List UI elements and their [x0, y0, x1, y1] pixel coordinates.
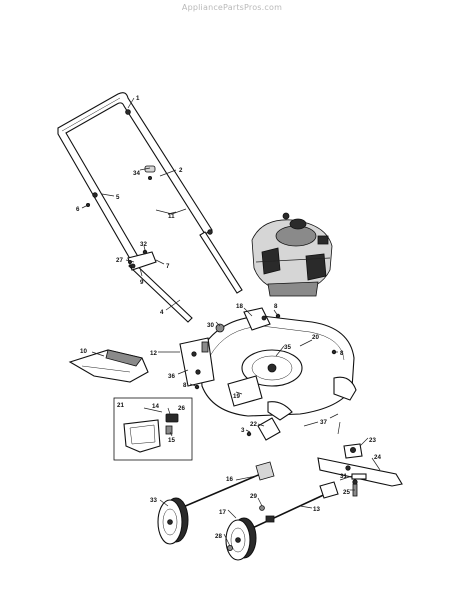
callout-8-right: 8 [340, 350, 344, 357]
callout-16: 16 [226, 476, 233, 483]
callout-18: 18 [236, 303, 243, 310]
callout-20: 20 [312, 334, 319, 341]
site-watermark: AppliancePartsPros.com [181, 3, 283, 12]
callout-29: 29 [250, 493, 257, 500]
callout-2: 2 [179, 167, 183, 174]
mulch-latch-part-26[interactable] [165, 413, 179, 435]
callout-10: 10 [80, 348, 87, 355]
upper-handle[interactable] [57, 92, 213, 265]
callout-32: 32 [140, 241, 147, 248]
cable-part-11[interactable] [155, 208, 187, 215]
callout-5: 5 [116, 194, 120, 201]
callout-17: 17 [219, 509, 226, 516]
axle-part-16[interactable] [175, 461, 275, 511]
callout-27: 27 [116, 257, 123, 264]
callout-7: 7 [166, 263, 170, 270]
callout-23: 23 [369, 437, 376, 444]
callout-24: 24 [374, 454, 381, 461]
callout-31: 31 [340, 473, 347, 480]
bracket-part-27[interactable] [127, 249, 157, 271]
callout-28: 28 [215, 533, 222, 540]
side-discharge-chute[interactable] [68, 349, 149, 383]
blade-bolt-part-25[interactable] [352, 479, 358, 497]
washer-part-31[interactable] [351, 473, 367, 480]
callout-9: 9 [140, 279, 144, 286]
callout-33: 33 [150, 497, 157, 504]
front-wheel[interactable] [157, 497, 189, 545]
callout-19: 19 [233, 393, 240, 400]
callout-labels: 1 2 34 5 6 11 32 27 7 9 4 18 8 30 20 8 3… [76, 95, 381, 540]
height-adjuster-part-18[interactable] [243, 307, 271, 331]
callout-36: 36 [168, 373, 175, 380]
bolt-part-3[interactable] [257, 417, 281, 441]
callout-15: 15 [168, 437, 175, 444]
callout-3: 3 [241, 427, 245, 434]
callout-30: 30 [207, 322, 214, 329]
mulch-plug-part-14[interactable] [123, 407, 163, 453]
rear-flap-part-19[interactable] [227, 375, 263, 407]
blade-adapter-part-23[interactable] [343, 443, 363, 459]
callout-6: 6 [76, 206, 80, 213]
callout-22: 22 [250, 421, 257, 428]
mulch-kit-inset [113, 397, 193, 461]
mower-deck[interactable] [199, 315, 357, 421]
engine[interactable] [251, 212, 333, 297]
handle-knob[interactable] [92, 109, 213, 235]
callout-26: 26 [178, 405, 185, 412]
leader-lines [81, 97, 381, 547]
callout-35: 35 [284, 344, 291, 351]
axle-part-13[interactable] [247, 481, 339, 531]
callout-25: 25 [343, 489, 350, 496]
callout-13: 13 [313, 506, 320, 513]
callout-12: 12 [150, 350, 157, 357]
callout-34: 34 [133, 170, 140, 177]
deck-bracket-part-36[interactable] [179, 337, 215, 387]
callout-21: 21 [117, 402, 124, 409]
callout-4: 4 [160, 309, 164, 316]
wheel-clip-part-29[interactable] [259, 505, 275, 523]
callout-1: 1 [136, 95, 140, 102]
blade-part-24[interactable] [317, 457, 403, 487]
callout-14: 14 [152, 403, 159, 410]
rear-wheel[interactable] [225, 517, 257, 561]
callout-8-left: 8 [183, 382, 187, 389]
callout-11: 11 [168, 213, 175, 220]
hub-cap-part-28[interactable] [226, 545, 233, 552]
rubber-knob-part-30[interactable] [215, 323, 225, 333]
callout-37: 37 [320, 419, 327, 426]
callout-8-top: 8 [274, 303, 278, 310]
